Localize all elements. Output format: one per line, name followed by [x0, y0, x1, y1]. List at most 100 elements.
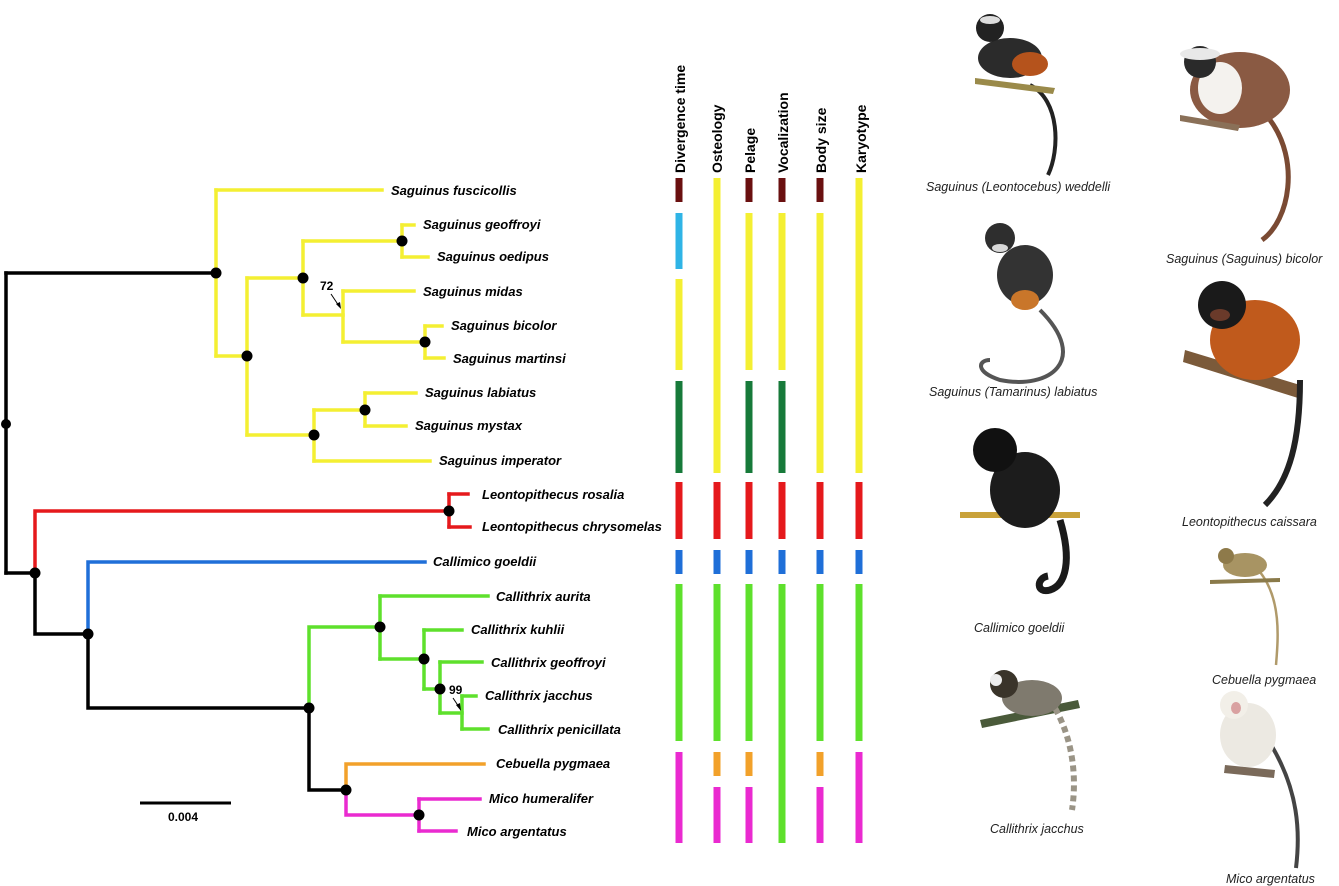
- evidence-bar-osteology: [713, 752, 721, 776]
- taxon-label: Leontopithecus rosalia: [482, 487, 624, 502]
- evidence-bar-pelage: [745, 213, 753, 370]
- evidence-bar-vocalization: [778, 381, 786, 473]
- taxon-label: Leontopithecus chrysomelas: [482, 519, 662, 534]
- evidence-bar-karyotype: [855, 752, 863, 843]
- caption-bicolor: Saguinus (Saguinus) bicolor: [1166, 252, 1323, 266]
- evidence-bar-divergence-time: [675, 584, 683, 741]
- caption-weddelli: Saguinus (Leontocebus) weddelli: [926, 180, 1111, 194]
- taxon-label: Callithrix geoffroyi: [491, 655, 606, 670]
- evidence-bar-vocalization: [778, 584, 786, 843]
- evidence-bar-divergence-time: [675, 213, 683, 269]
- taxon-label: Mico humeralifer: [489, 791, 594, 806]
- taxon-label: Saguinus geoffroyi: [423, 217, 541, 232]
- taxon-label: Callithrix penicillata: [498, 722, 621, 737]
- evidence-bar-pelage: [745, 752, 753, 776]
- clade-mico: [344, 788, 482, 833]
- evidence-bar-vocalization: [778, 178, 786, 202]
- taxon-label: Callimico goeldii: [433, 554, 537, 569]
- caption-labiatus: Saguinus (Tamarinus) labiatus: [929, 385, 1097, 399]
- illustration-captions: Saguinus (Leontocebus) weddelli Saguinus…: [926, 180, 1323, 886]
- callimico-goeldii-illustration: [960, 428, 1080, 595]
- column-header-vocalization: Vocalization: [775, 92, 791, 173]
- evidence-bar-osteology: [713, 787, 721, 843]
- evidence-bar-divergence-time: [675, 279, 683, 370]
- species-illustrations: [960, 14, 1303, 869]
- evidence-bar-osteology: [713, 584, 721, 741]
- callithrix-jacchus-illustration: [980, 670, 1080, 811]
- evidence-bar-divergence-time: [675, 381, 683, 473]
- caption-jacchus: Callithrix jacchus: [990, 822, 1084, 836]
- clade-callimico: [86, 560, 427, 636]
- evidence-bar-osteology: [713, 550, 721, 574]
- evidence-bar-karyotype: [855, 482, 863, 539]
- evidence-bar-divergence-time: [675, 752, 683, 843]
- branch-core-black: [33, 571, 90, 636]
- taxon-label: Callithrix kuhlii: [471, 622, 565, 637]
- evidence-bars: [675, 178, 863, 843]
- lion-tamarin-caissara-illustration: [1183, 281, 1303, 508]
- taxon-label: Callithrix aurita: [496, 589, 591, 604]
- evidence-bar-vocalization: [778, 550, 786, 574]
- evidence-bar-osteology: [713, 178, 721, 473]
- taxon-label: Saguinus midas: [423, 284, 523, 299]
- evidence-bar-divergence-time: [675, 482, 683, 539]
- evidence-bar-body-size: [816, 550, 824, 574]
- branch-marmoset-split: [307, 706, 348, 792]
- caption-argentatus: Mico argentatus: [1226, 872, 1315, 886]
- evidence-bar-body-size: [816, 213, 824, 473]
- evidence-bar-pelage: [745, 381, 753, 473]
- evidence-bar-pelage: [745, 482, 753, 539]
- evidence-bar-karyotype: [855, 178, 863, 473]
- evidence-bar-karyotype: [855, 550, 863, 574]
- evidence-bar-karyotype: [855, 584, 863, 741]
- evidence-bar-divergence-time: [675, 550, 683, 574]
- taxon-labels: Saguinus fuscicollis Saguinus geoffroyi …: [391, 183, 662, 839]
- evidence-bar-pelage: [745, 178, 753, 202]
- support-value-72: 72: [320, 279, 334, 293]
- taxon-label: Saguinus oedipus: [437, 249, 549, 264]
- tamarin-bicolor-illustration: [1180, 46, 1291, 243]
- evidence-bar-vocalization: [778, 213, 786, 370]
- caption-callimico: Callimico goeldii: [974, 621, 1066, 635]
- evidence-bar-divergence-time: [675, 178, 683, 202]
- taxon-label: Mico argentatus: [467, 824, 567, 839]
- scale-bar: 0.004: [140, 801, 231, 824]
- evidence-bar-vocalization: [778, 482, 786, 539]
- taxon-label: Saguinus labiatus: [425, 385, 536, 400]
- taxon-label: Saguinus fuscicollis: [391, 183, 517, 198]
- column-header-osteology: Osteology: [709, 104, 725, 173]
- evidence-bar-body-size: [816, 752, 824, 776]
- column-header-karyotype: Karyotype: [853, 104, 869, 173]
- evidence-bar-pelage: [745, 584, 753, 741]
- clade-saguinus: [214, 188, 446, 463]
- taxon-label: Saguinus imperator: [439, 453, 562, 468]
- evidence-bar-body-size: [816, 787, 824, 843]
- evidence-column-headers: Divergence time Osteology Pelage Vocaliz…: [672, 65, 869, 173]
- caption-pygmaea: Cebuella pygmaea: [1212, 673, 1316, 687]
- evidence-bar-body-size: [816, 584, 824, 741]
- taxon-label: Saguinus bicolor: [451, 318, 557, 333]
- scale-bar-label: 0.004: [168, 810, 198, 824]
- taxon-label: Saguinus mystax: [415, 418, 523, 433]
- taxon-label: Saguinus martinsi: [453, 351, 566, 366]
- column-header-body-size: Body size: [813, 107, 829, 173]
- support-labels: 72 99: [320, 279, 463, 711]
- evidence-bar-body-size: [816, 178, 824, 202]
- evidence-bar-pelage: [745, 550, 753, 574]
- column-header-divergence-time: Divergence time: [672, 65, 688, 173]
- tamarin-weddelli-illustration: [975, 14, 1058, 176]
- evidence-bar-body-size: [816, 482, 824, 539]
- clade-cebuella: [344, 762, 486, 792]
- support-value-99: 99: [449, 683, 463, 697]
- clade-callithrix: [307, 594, 490, 731]
- taxon-label: Callithrix jacchus: [485, 688, 593, 703]
- caption-caissara: Leontopithecus caissara: [1182, 515, 1317, 529]
- taxon-label: Cebuella pygmaea: [496, 756, 610, 771]
- evidence-bar-pelage: [745, 787, 753, 843]
- mico-argentatus-illustration: [1220, 691, 1300, 869]
- cebuella-pygmaea-illustration: [1210, 548, 1280, 666]
- tamarin-labiatus-illustration: [979, 223, 1065, 384]
- evidence-bar-osteology: [713, 482, 721, 539]
- phylogenetic-tree: [4, 188, 490, 833]
